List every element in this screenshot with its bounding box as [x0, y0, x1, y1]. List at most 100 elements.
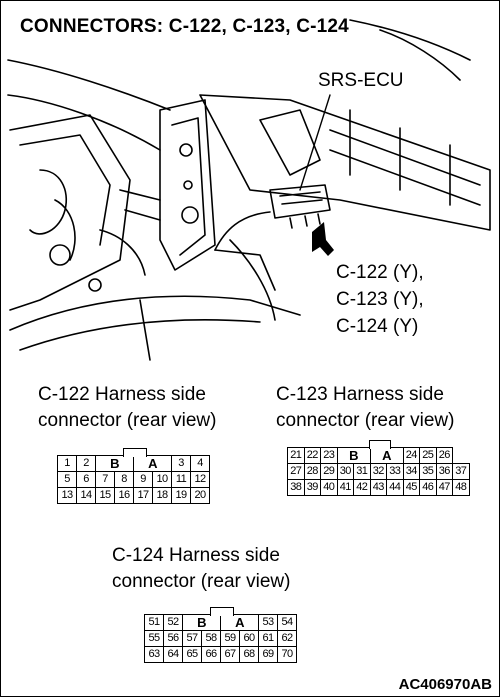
c124-lock-tab [209, 607, 235, 616]
c124-pin-69: 69 [258, 646, 278, 663]
c122-pin-5: 5 [57, 471, 77, 488]
callout-line-c123: C-123 (Y), [336, 288, 424, 310]
c124-pin-52: 52 [163, 614, 183, 631]
c123-pin-31: 31 [353, 463, 371, 480]
c122-pin-19: 19 [171, 487, 191, 504]
c123-pin-30: 30 [336, 463, 354, 480]
c122-pin-8: 8 [114, 471, 134, 488]
c122-pin-16: 16 [114, 487, 134, 504]
c124-pin-57: 57 [182, 630, 202, 647]
c123-pin-24: 24 [402, 447, 420, 464]
c123-pin-39: 39 [303, 479, 321, 496]
c123-pin-22: 22 [303, 447, 321, 464]
c122-pin-20: 20 [190, 487, 210, 504]
c122-pin-18: 18 [152, 487, 172, 504]
c124-pin-68: 68 [239, 646, 259, 663]
c123-lock-tab [368, 440, 391, 449]
c124-pin-59: 59 [220, 630, 240, 647]
c123-pin-28: 28 [303, 463, 321, 480]
c122-pin-12: 12 [190, 471, 210, 488]
callout-line-c122: C-122 (Y), [336, 262, 424, 283]
c123-pin-45: 45 [402, 479, 420, 496]
c124-pin-61: 61 [258, 630, 278, 647]
c122-lock-tab [122, 448, 148, 457]
c124-pin-63: 63 [144, 646, 164, 663]
c124-pin-66: 66 [201, 646, 221, 663]
c123-pin-42: 42 [353, 479, 371, 496]
c122-pin-17: 17 [133, 487, 153, 504]
c123-pin-29: 29 [320, 463, 338, 480]
srs-ecu-label: SRS-ECU [318, 70, 404, 91]
c123-pin-a: A [369, 447, 404, 464]
c122-pin-3: 3 [171, 455, 191, 472]
srs-ecu-location-illustration [7, 19, 491, 361]
c123-pin-33: 33 [386, 463, 404, 480]
c124-pin-70: 70 [277, 646, 297, 663]
c122-pin-6: 6 [76, 471, 96, 488]
c124-caption: C-124 Harness side connector (rear view) [112, 543, 290, 594]
c124-pin-65: 65 [182, 646, 202, 663]
c123-pin-46: 46 [419, 479, 437, 496]
c124-pin-62: 62 [277, 630, 297, 647]
callout-line-c124: C-124 (Y) [336, 315, 419, 337]
c122-caption-line1: C-122 Harness side [38, 384, 206, 405]
c122-pin-13: 13 [57, 487, 77, 504]
c122-pin-10: 10 [152, 471, 172, 488]
figure-code: AC406970AB [398, 676, 492, 693]
c123-pin-32: 32 [369, 463, 387, 480]
c124-pin-51: 51 [144, 614, 164, 631]
c123-pin-b: B [336, 447, 371, 464]
c123-pin-38: 38 [287, 479, 305, 496]
c123-pin-48: 48 [452, 479, 470, 496]
c122-pin-11: 11 [171, 471, 191, 488]
c122-caption: C-122 Harness side connector (rear view) [38, 382, 216, 433]
c122-pin-2: 2 [76, 455, 96, 472]
c123-caption-line2: connector (rear view) [276, 409, 455, 431]
c123-pin-27: 27 [287, 463, 305, 480]
c124-caption-line2: connector (rear view) [112, 570, 291, 592]
c122-pin-9: 9 [133, 471, 153, 488]
page-title: CONNECTORS: C-122, C-123, C-124 [20, 16, 349, 37]
c124-pin-b: B [182, 614, 221, 631]
c123-pin-34: 34 [402, 463, 420, 480]
c124-pin-58: 58 [201, 630, 221, 647]
c123-pin-40: 40 [320, 479, 338, 496]
c124-pin-60: 60 [239, 630, 259, 647]
c123-pin-25: 25 [419, 447, 437, 464]
c124-pin-67: 67 [220, 646, 240, 663]
c122-pin-14: 14 [76, 487, 96, 504]
c124-pin-53: 53 [258, 614, 278, 631]
c123-pin-44: 44 [386, 479, 404, 496]
c123-pin-35: 35 [419, 463, 437, 480]
c123-pin-47: 47 [435, 479, 453, 496]
c122-pin-a: A [133, 455, 172, 472]
c122-pin-7: 7 [95, 471, 115, 488]
c123-pin-37: 37 [452, 463, 470, 480]
c123-pin-36: 36 [435, 463, 453, 480]
c124-caption-line1: C-124 Harness side [112, 545, 280, 566]
c123-pin-23: 23 [320, 447, 338, 464]
c122-caption-line2: connector (rear view) [38, 409, 217, 431]
c122-pin-4: 4 [190, 455, 210, 472]
c122-pin-b: B [95, 455, 134, 472]
c122-pin-1: 1 [57, 455, 77, 472]
c124-pin-a: A [220, 614, 259, 631]
c123-caption-line1: C-123 Harness side [276, 384, 444, 405]
c122-pin-15: 15 [95, 487, 115, 504]
c123-pin-41: 41 [336, 479, 354, 496]
connector-callout: C-122 (Y), C-123 (Y), C-124 (Y) [336, 260, 424, 341]
c123-pin-21: 21 [287, 447, 305, 464]
c124-pin-64: 64 [163, 646, 183, 663]
c124-pin-55: 55 [144, 630, 164, 647]
c123-caption: C-123 Harness side connector (rear view) [276, 382, 454, 433]
